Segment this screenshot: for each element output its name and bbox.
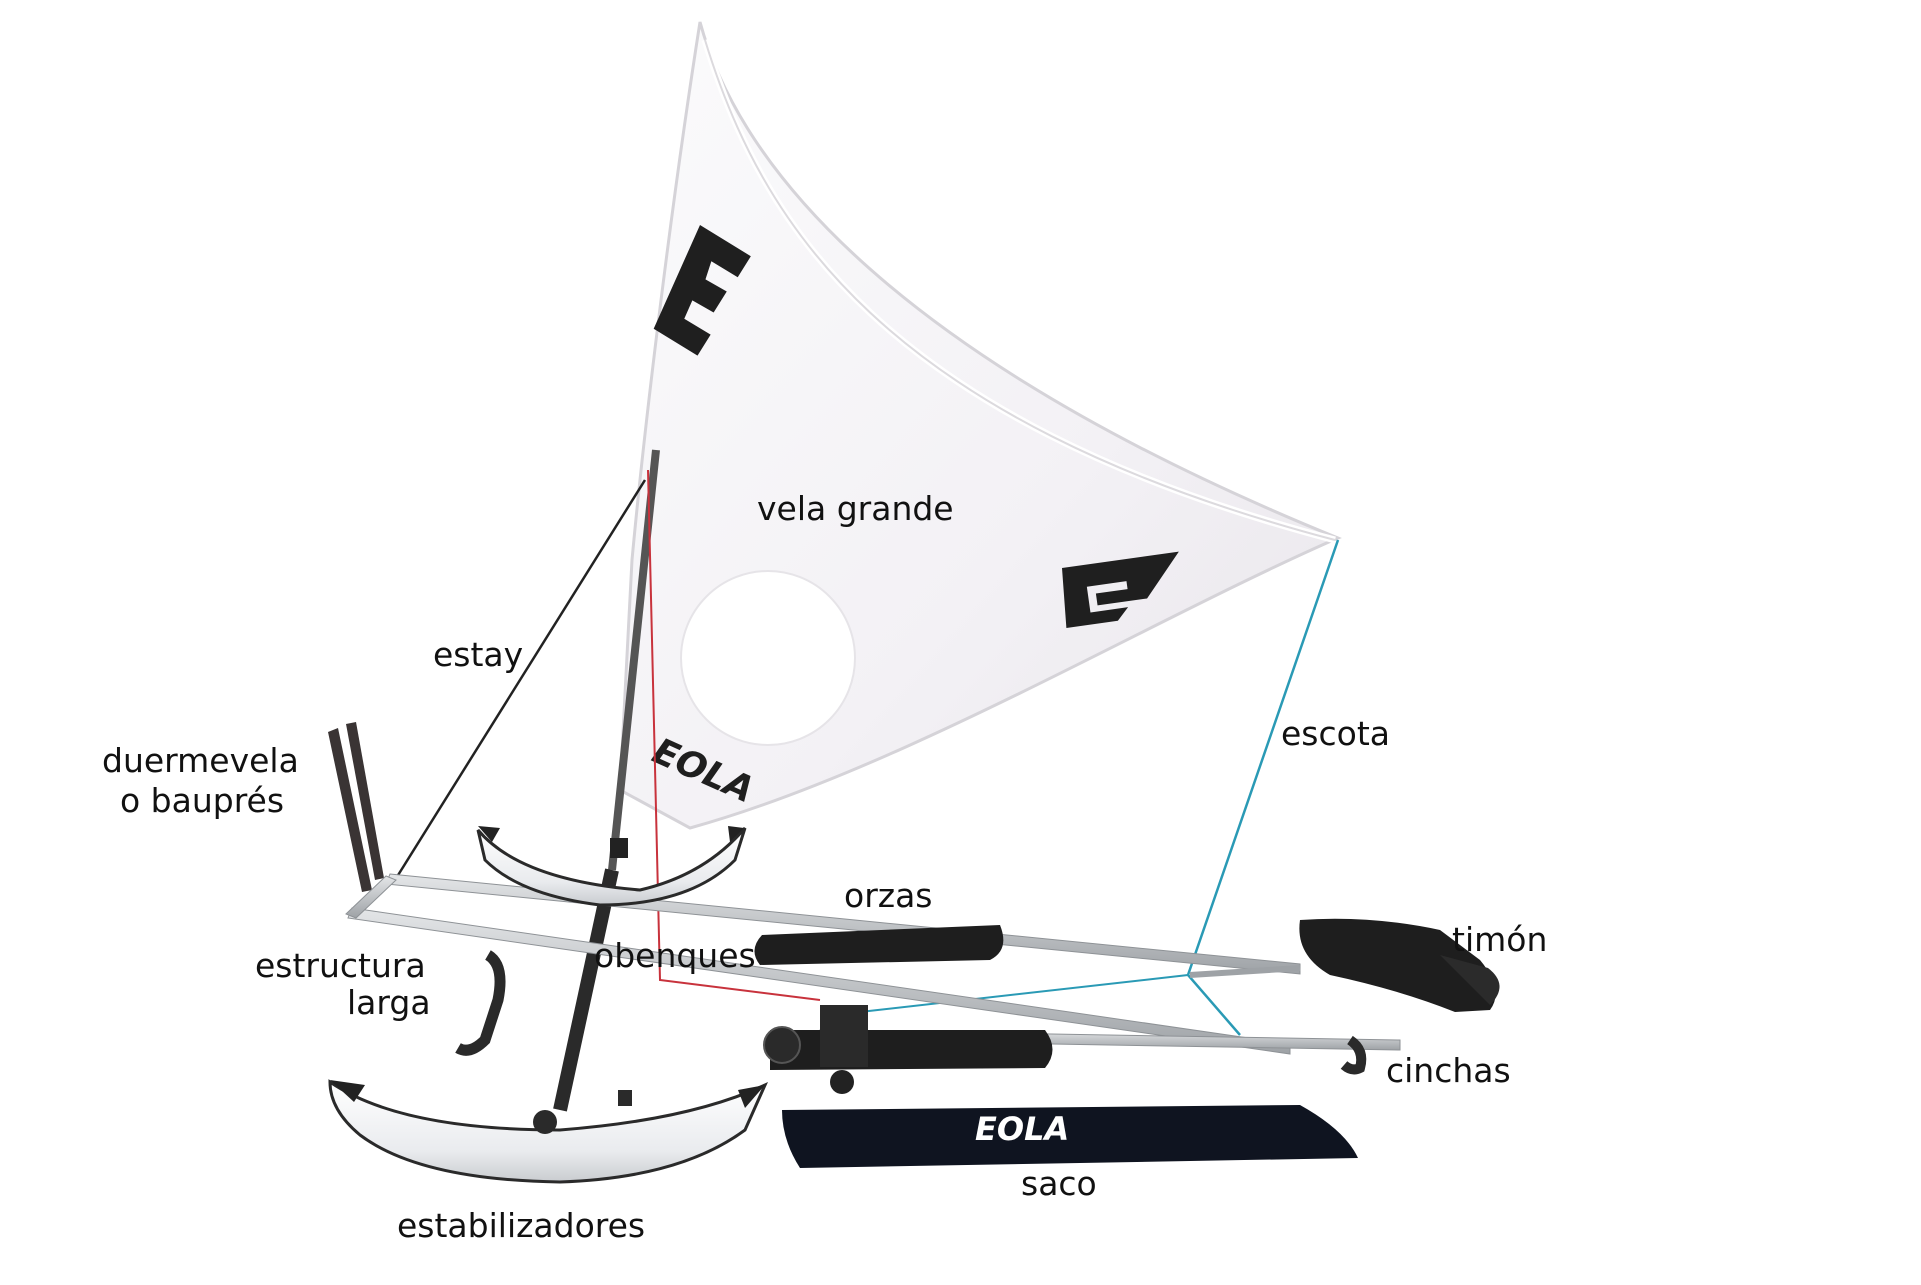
label-estructura: estructura xyxy=(255,946,426,985)
label-vela-grande: vela grande xyxy=(757,489,954,528)
estay-line xyxy=(393,479,647,881)
estabilizadores xyxy=(328,1079,768,1184)
label-saco: saco xyxy=(1021,1164,1097,1203)
eola-e-logo-icon xyxy=(653,225,751,356)
label-estay: estay xyxy=(433,635,524,674)
label-bauspres: o bauprés xyxy=(120,781,285,820)
label-estabilizadores: estabilizadores xyxy=(397,1206,646,1245)
label-escota: escota xyxy=(1281,714,1390,753)
sail-window xyxy=(680,570,856,746)
bag-brand-text: EOLA xyxy=(975,1110,1069,1148)
escota-line-lower xyxy=(859,974,1189,1013)
orzas xyxy=(754,925,1053,1094)
saco: EOLA xyxy=(782,1105,1358,1168)
main-sail: EOLA xyxy=(618,21,1342,830)
label-obenques: obenques xyxy=(594,936,756,975)
timon xyxy=(1299,918,1500,1012)
eola-e-logo-icon xyxy=(1062,551,1179,628)
label-cinchas: cinchas xyxy=(1386,1051,1511,1090)
label-orzas: orzas xyxy=(844,876,933,915)
duermevela xyxy=(328,722,384,892)
label-larga: larga xyxy=(347,983,431,1022)
cinchas xyxy=(455,950,1367,1075)
label-duermevela: duermevela xyxy=(102,741,299,780)
label-timon: timón xyxy=(1452,920,1548,959)
stabilizer-upper xyxy=(476,826,747,907)
obenques-line xyxy=(647,469,821,1001)
